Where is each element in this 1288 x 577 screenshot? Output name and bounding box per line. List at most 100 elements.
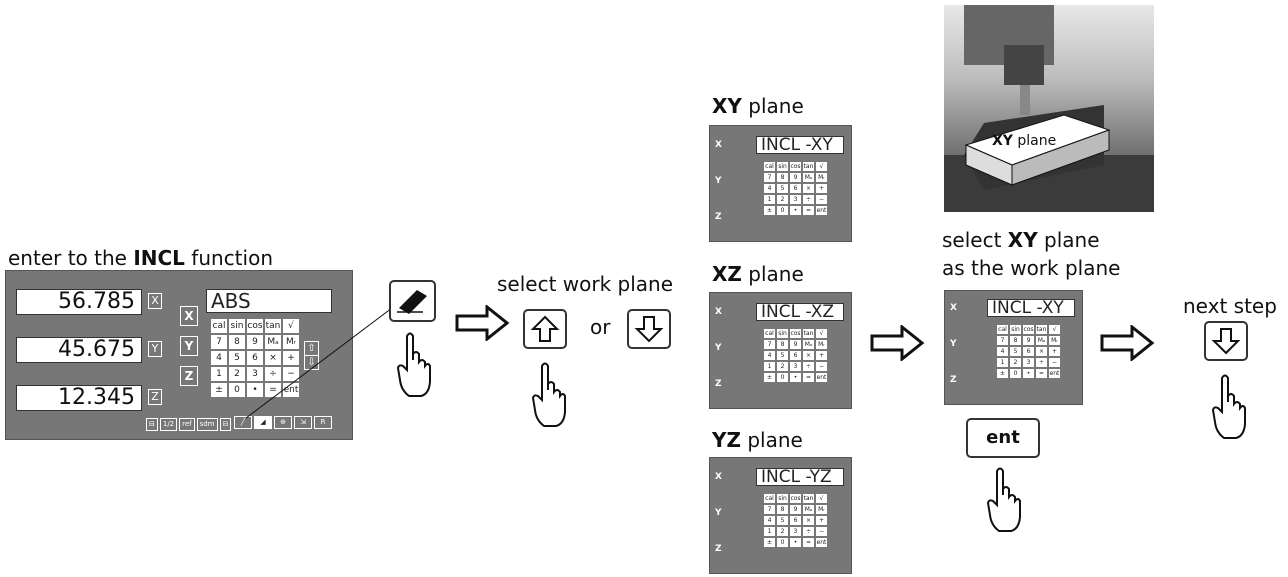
keypad-key[interactable]: 8 <box>229 335 245 349</box>
z-axis-button[interactable]: Z <box>148 389 162 405</box>
keypad-key[interactable]: = <box>1036 369 1047 378</box>
keypad-key[interactable]: 1 <box>997 358 1008 367</box>
keypad-key[interactable]: = <box>803 373 814 382</box>
keypad-key[interactable]: 0 <box>777 538 788 547</box>
keypad-key[interactable]: 6 <box>247 351 263 365</box>
keypad-key[interactable]: × <box>803 351 814 360</box>
keypad-key[interactable]: • <box>790 538 801 547</box>
keypad-key[interactable]: − <box>1049 358 1060 367</box>
keypad-key[interactable]: Mᵣ <box>816 340 827 349</box>
keypad-key[interactable]: cos <box>1023 325 1034 334</box>
incl-key-icon[interactable]: ◢ <box>254 416 272 429</box>
keypad-key[interactable]: Mₐ <box>803 340 814 349</box>
keypad-key[interactable]: 6 <box>790 184 801 193</box>
x-zero-button[interactable]: X <box>180 306 198 326</box>
keypad-key[interactable]: Mᵣ <box>1049 336 1060 345</box>
keypad-key[interactable]: 1 <box>764 527 775 536</box>
keypad-key[interactable]: 7 <box>764 340 775 349</box>
keypad-key[interactable]: 2 <box>229 367 245 381</box>
keypad-key[interactable]: − <box>816 195 827 204</box>
down-arrow-icon[interactable]: ⇩ <box>304 355 319 370</box>
keypad-key[interactable]: tan <box>803 494 814 503</box>
keypad-key[interactable]: 1 <box>764 195 775 204</box>
keypad-key[interactable]: 4 <box>211 351 227 365</box>
keypad-key[interactable]: cal <box>997 325 1008 334</box>
keypad-key[interactable]: × <box>1036 347 1047 356</box>
keypad-key[interactable]: sin <box>777 494 788 503</box>
keypad-key[interactable]: ent <box>1049 369 1060 378</box>
keypad-key[interactable]: 5 <box>777 184 788 193</box>
keypad-key[interactable]: 2 <box>777 195 788 204</box>
keypad-key[interactable]: ÷ <box>1036 358 1047 367</box>
keypad-key[interactable]: sin <box>777 329 788 338</box>
keypad-key[interactable]: √ <box>816 329 827 338</box>
keypad-key[interactable]: ± <box>997 369 1008 378</box>
keypad-key[interactable]: 0 <box>1010 369 1021 378</box>
keypad-key[interactable]: + <box>816 184 827 193</box>
fkey-half[interactable]: 1/2 <box>159 418 178 431</box>
keypad-key[interactable]: = <box>803 206 814 215</box>
keypad-key[interactable]: √ <box>816 162 827 171</box>
keypad-key[interactable]: 4 <box>997 347 1008 356</box>
up-arrow-button[interactable] <box>523 309 567 349</box>
keypad-key[interactable]: Mᵣ <box>283 335 299 349</box>
y-axis-button[interactable]: Y <box>148 341 162 357</box>
keypad-key[interactable]: ± <box>764 373 775 382</box>
x-axis-button[interactable]: X <box>148 293 162 309</box>
keypad-key[interactable]: • <box>247 383 263 397</box>
keypad-key[interactable]: • <box>790 206 801 215</box>
keypad-key[interactable]: 6 <box>790 516 801 525</box>
keypad-key[interactable]: 2 <box>1010 358 1021 367</box>
down-arrow-button[interactable] <box>627 309 671 349</box>
keypad-key[interactable]: 4 <box>764 184 775 193</box>
keypad-key[interactable]: sin <box>1010 325 1021 334</box>
keypad-key[interactable]: 3 <box>790 195 801 204</box>
keypad-key[interactable]: Mᵣ <box>816 505 827 514</box>
keypad-key[interactable]: 5 <box>777 351 788 360</box>
keypad-key[interactable]: cos <box>790 329 801 338</box>
keypad-key[interactable]: 9 <box>790 173 801 182</box>
keypad-key[interactable]: 0 <box>777 373 788 382</box>
keypad-key[interactable]: 7 <box>997 336 1008 345</box>
keypad-key[interactable]: 3 <box>790 527 801 536</box>
keypad-key[interactable]: + <box>816 351 827 360</box>
keypad-key[interactable]: 9 <box>790 505 801 514</box>
keypad-key[interactable]: 4 <box>764 351 775 360</box>
keypad-key[interactable]: × <box>803 516 814 525</box>
ent-button[interactable]: ent <box>966 418 1040 458</box>
keypad-key[interactable]: tan <box>1036 325 1047 334</box>
keypad-key[interactable]: cos <box>790 494 801 503</box>
keypad-key[interactable]: ent <box>816 538 827 547</box>
keypad-key[interactable]: tan <box>803 162 814 171</box>
keypad-key[interactable]: + <box>816 516 827 525</box>
keypad-key[interactable]: cos <box>790 162 801 171</box>
fkey-5[interactable]: ⊟ <box>219 418 232 431</box>
keypad-key[interactable]: 6 <box>790 351 801 360</box>
fkey-1[interactable]: ⊟ <box>146 418 158 431</box>
keypad-key[interactable]: 5 <box>777 516 788 525</box>
keypad-key[interactable]: 8 <box>777 505 788 514</box>
keypad-key[interactable]: ± <box>211 383 227 397</box>
keypad-key[interactable]: Mₐ <box>265 335 281 349</box>
keypad-key[interactable]: 6 <box>1023 347 1034 356</box>
keypad-key[interactable]: √ <box>816 494 827 503</box>
keypad-key[interactable]: + <box>1049 347 1060 356</box>
keypad-key[interactable]: 0 <box>229 383 245 397</box>
keypad-key[interactable]: = <box>803 538 814 547</box>
fkey-sdm[interactable]: sdm <box>196 418 218 431</box>
keypad-key[interactable]: cos <box>247 319 263 333</box>
keypad-key[interactable]: ÷ <box>803 362 814 371</box>
arc-icon[interactable]: ⇲ <box>294 416 312 429</box>
keypad-key[interactable]: tan <box>265 319 281 333</box>
keypad-key[interactable]: cal <box>764 162 775 171</box>
keypad-key[interactable]: √ <box>283 319 299 333</box>
keypad-key[interactable]: 9 <box>790 340 801 349</box>
keypad-key[interactable]: 9 <box>247 335 263 349</box>
keypad-key[interactable]: 5 <box>229 351 245 365</box>
keypad-key[interactable]: × <box>803 184 814 193</box>
keypad-key[interactable]: 7 <box>211 335 227 349</box>
keypad-key[interactable]: 2 <box>777 362 788 371</box>
keypad-key[interactable]: × <box>265 351 281 365</box>
slope-icon[interactable]: ╱ <box>234 416 252 429</box>
y-zero-button[interactable]: Y <box>180 336 198 356</box>
